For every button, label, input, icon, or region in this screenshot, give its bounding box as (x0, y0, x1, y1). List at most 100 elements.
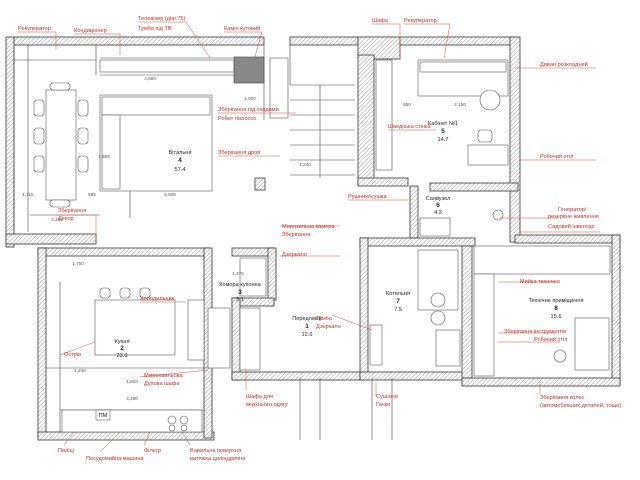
room-name-pantry: Комора кухонна (219, 282, 261, 288)
room-name-hall: Передпокій (292, 315, 321, 322)
wall-boiler-right (461, 245, 473, 379)
walls (5, 36, 621, 441)
label-recuperator-right: Рекуператор (404, 18, 437, 24)
label-dryer-shoes-1: Сушіння (376, 394, 398, 400)
wall-kitchen-bottom (37, 431, 215, 441)
dim-1470: 1,470 (232, 271, 244, 276)
label-dryer-washer: Мийка технічна (520, 278, 561, 285)
label-cabinet-mirror-1: Тумба (316, 316, 333, 322)
dim-850: 850 (403, 102, 411, 107)
label-dryer-shoes-2: Гачки (376, 402, 390, 408)
label-garden-inventory: Садовий інвентар (548, 223, 595, 230)
wall-tech-top (514, 234, 621, 244)
label-mortuary-1: Морозильна камера (282, 224, 335, 230)
dim-2200: 2,200 (51, 217, 63, 222)
label-fridge: Холодильник (140, 296, 175, 302)
room-number-hall: 1 (305, 323, 309, 330)
room-area-pantry: 3.1 (236, 297, 244, 303)
label-microwave-2: Духова шафа (144, 381, 180, 387)
label-backup-power: резервне живлення (548, 214, 599, 220)
label-wheel-storage-2: (автомобільних деталей, тощо) (540, 402, 621, 409)
pantry-shelves (239, 257, 267, 297)
wall-mid-horizontal (359, 237, 476, 247)
label-storage-decor-2: Декор (58, 216, 74, 222)
label-wardrobe-outer-2: верхнього одягу (246, 402, 288, 408)
room-area-kitchen: 23.9 (117, 353, 128, 359)
room-number-bathroom: 6 (436, 202, 440, 209)
label-wardrobe-top: Шафа (372, 18, 389, 24)
room-area-tech: 15.6 (551, 314, 562, 320)
wall-bath-top (429, 182, 519, 192)
room-number-kitchen: 2 (120, 345, 124, 352)
tech-shelves-left (473, 273, 495, 377)
dim-985: 985 (88, 192, 96, 197)
room-area-bathroom: 4.3 (434, 210, 442, 216)
wall-cabinet-bottom (357, 177, 409, 187)
pm-label: ПМ (99, 413, 108, 419)
room-name-boiler: Котельня (386, 291, 410, 297)
wall-left-upper (5, 36, 15, 248)
room-name-tech: Технічне приміщення (528, 298, 583, 304)
tech-shelves-top (473, 245, 611, 275)
label-wheel-storage-1: Зберігання колес (540, 395, 585, 401)
fridge-column (187, 299, 205, 361)
wall-pantry-right (267, 247, 277, 301)
label-work-desk-top: Робочий стіл (540, 153, 573, 160)
dining-table (45, 89, 77, 201)
dim-3880: 3,880 (144, 76, 156, 81)
label-sofa-bed: Диван розкладний (540, 61, 588, 68)
label-wardrobe-outer-1: Шафа для (246, 394, 273, 400)
label-generator: Генератор/ (558, 207, 587, 213)
label-microwave-1: Мікрохвильова (144, 373, 184, 379)
label-cabinet-mirror-2: Дзеркало (316, 324, 341, 330)
dim-2150: 2,150 (454, 102, 466, 107)
room-number-pantry: 3 (238, 289, 242, 296)
room-area-cabinet: 14.7 (438, 137, 449, 143)
wall-hall-stub (254, 177, 266, 191)
wall-top-left (13, 36, 265, 46)
label-mirror: Дзеркало (282, 252, 307, 258)
wall-cabinet-left (357, 54, 375, 186)
dimension-labels: 3,880 1,000 2,150 850 5,500 985 1,115 2,… (22, 76, 466, 401)
wall-top-right (399, 36, 517, 46)
label-tv-stand: Тумба під ТВ (138, 26, 172, 32)
dim-1750: 1,750 (72, 261, 84, 266)
dim-1000: 1,000 (244, 96, 256, 101)
dim-4280: 4,280 (126, 396, 138, 401)
label-conditioner: Кондиціонер (74, 28, 107, 34)
wall-hall-bottom (231, 371, 363, 381)
dim-1800: 1,800 (126, 379, 138, 384)
wall-top-mid (289, 36, 359, 46)
room-name-bathroom: Санвузол (426, 196, 451, 202)
room-number-boiler: 7 (396, 298, 400, 305)
label-mortuary-2: Зберігання (282, 232, 310, 238)
label-dishwasher: Посудомийна машина (86, 455, 144, 462)
cabinet-wardrobe (375, 59, 393, 171)
wall-bath-left (409, 185, 419, 239)
bath-vanity (419, 217, 451, 237)
furniture (33, 56, 611, 433)
wall-kitchen-left (37, 247, 47, 439)
room-name-kitchen: Кухня (115, 339, 130, 345)
dim-1240-kitchen: 1,240 (74, 368, 86, 373)
label-folding-shelf-2: витяжка циліндрична (190, 456, 246, 462)
label-robot-vacuum: Робот пилосос (218, 116, 256, 122)
room-number-cabinet: 5 (441, 128, 445, 135)
work-desk (467, 144, 509, 166)
wall-boiler-bottom (359, 371, 471, 381)
label-island: Острів (64, 352, 81, 358)
label-recuperator-left: Рекуператор (18, 26, 51, 32)
room-area-living: 57.4 (175, 167, 186, 173)
label-storage-firewood: Зберігання дров (218, 150, 260, 156)
wall-hall-left (231, 297, 241, 381)
label-storage-decor-1: Зберігання (58, 208, 86, 214)
interior-lines (13, 45, 393, 440)
kitchen-island (94, 299, 176, 356)
room-area-hall: 12.6 (302, 332, 313, 338)
room-name-living: Вітальня (169, 150, 192, 156)
label-work-desk-bottom: Робочий стіл (534, 336, 567, 343)
dim-1240: 1,240 (299, 162, 311, 167)
wall-boiler-left (359, 237, 369, 379)
label-storage-tools: Зберігання інструментів (504, 329, 566, 335)
